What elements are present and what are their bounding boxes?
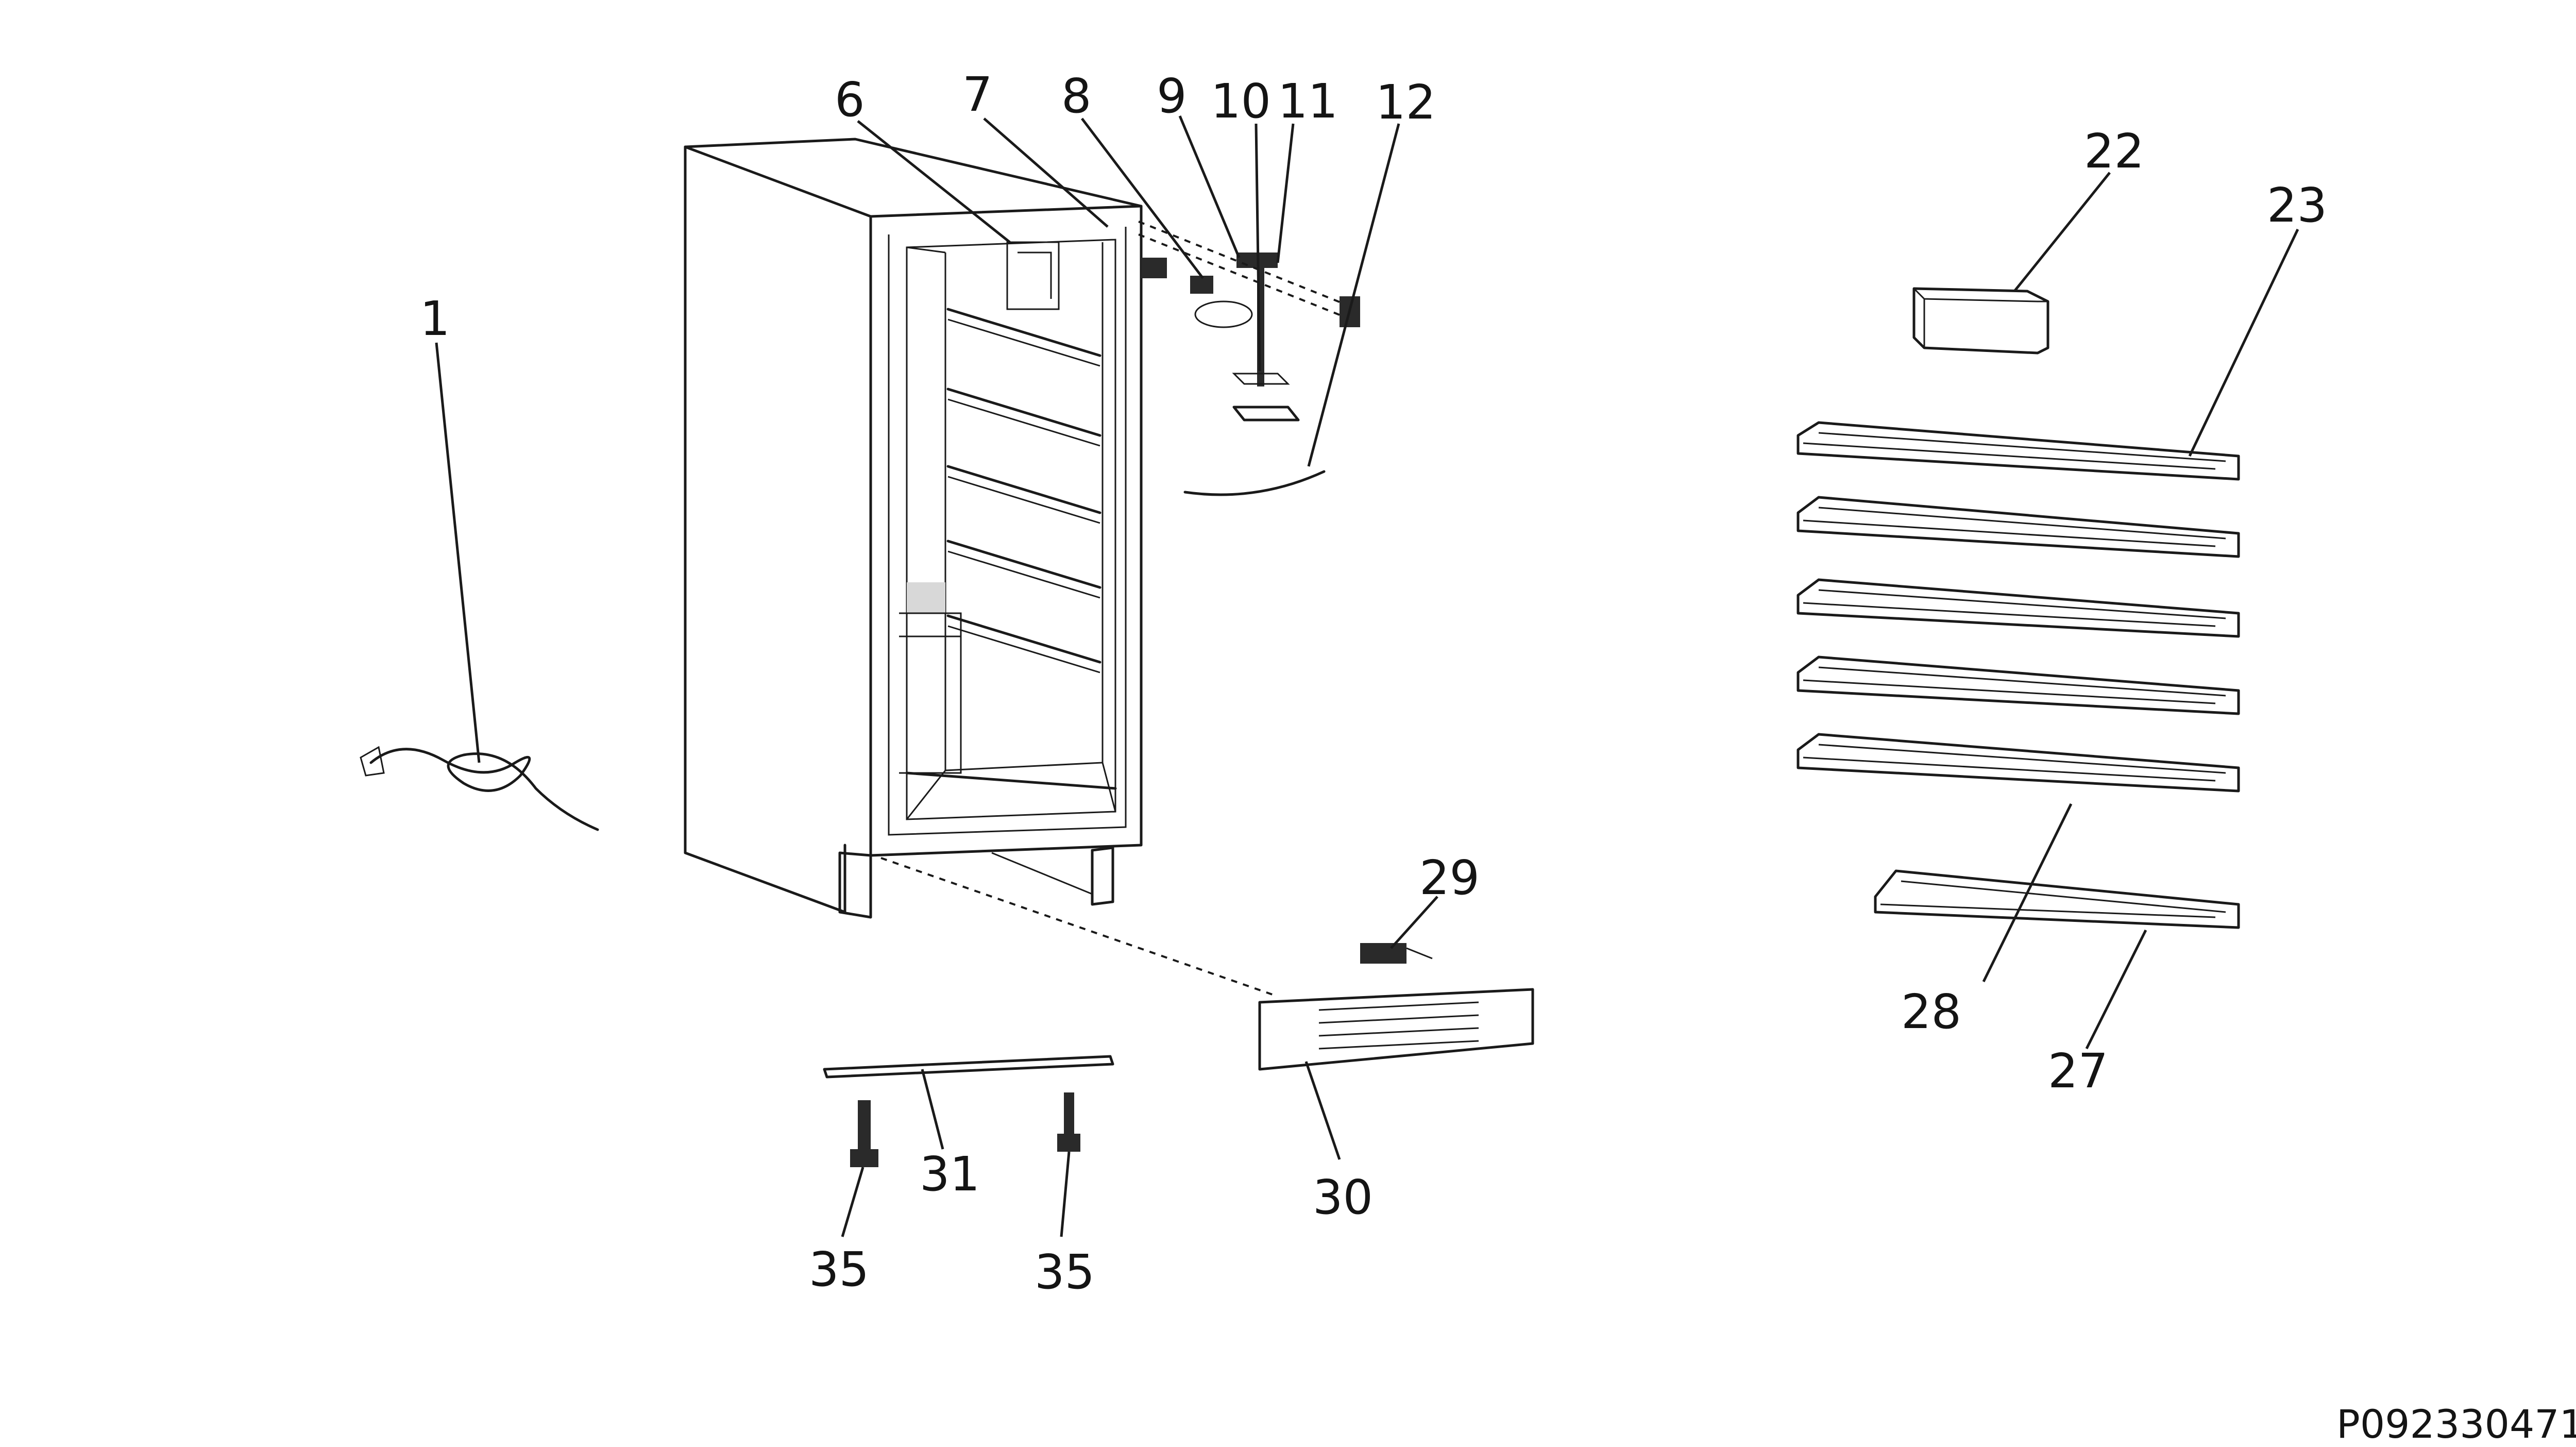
refrigerator-cabinet (684, 138, 1273, 996)
drawing-code: P09233047185 (2336, 1401, 2576, 1447)
callout-11: 11 (1278, 74, 1338, 129)
callout-35-right: 35 (1035, 1244, 1095, 1300)
base-grille (1258, 943, 1534, 1071)
shelf-1 (1797, 421, 2240, 481)
callout-30: 30 (1313, 1170, 1373, 1225)
crisper-shelf (1874, 869, 2240, 929)
callout-7: 7 (962, 67, 993, 122)
callout-8: 8 (1061, 69, 1092, 124)
callout-12: 12 (1376, 75, 1436, 130)
shelf-4 (1797, 655, 2240, 715)
leader-lines (435, 115, 2299, 1237)
callout-31: 31 (920, 1147, 980, 1202)
power-cord (360, 746, 599, 831)
callout-9: 9 (1157, 69, 1187, 124)
callout-10: 10 (1211, 74, 1271, 129)
callout-6: 6 (835, 72, 865, 127)
callout-28: 28 (1901, 984, 1961, 1039)
callout-22: 22 (2084, 124, 2144, 179)
callout-29: 29 (1419, 850, 1480, 905)
container-tray (1912, 287, 2049, 355)
shelf-2 (1797, 496, 2240, 558)
top-hinge-hardware (1138, 221, 1360, 496)
foot-left (850, 1100, 878, 1167)
callout-27: 27 (2048, 1044, 2108, 1099)
shelf-3 (1797, 578, 2240, 638)
shelf-5 (1797, 733, 2240, 793)
wire-shelves (1797, 421, 2240, 929)
foot-right (1057, 1092, 1080, 1152)
callout-labels: 1 6 7 8 9 10 11 12 22 23 27 28 29 30 31 … (420, 67, 2327, 1300)
callout-35-left: 35 (809, 1242, 869, 1297)
base-plate-feet (823, 1055, 1114, 1167)
callout-1: 1 (420, 291, 450, 346)
callout-23: 23 (2267, 178, 2327, 233)
